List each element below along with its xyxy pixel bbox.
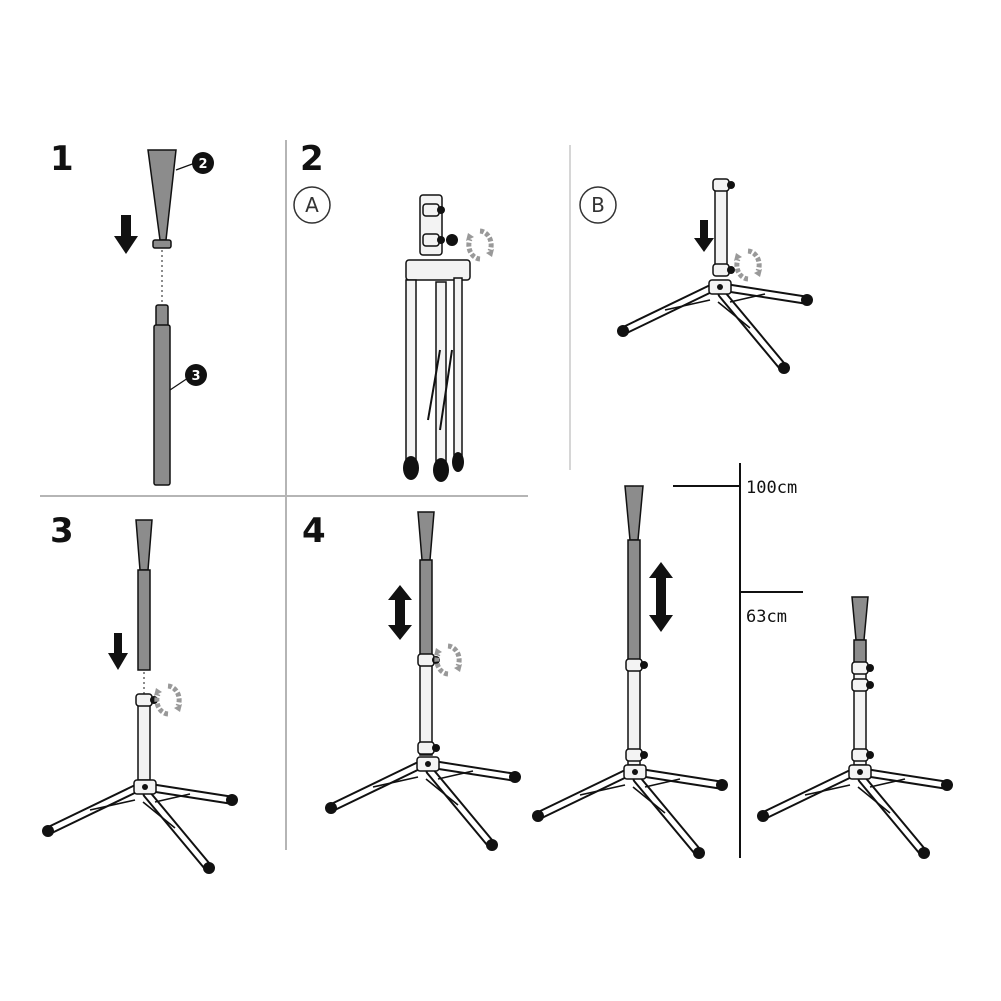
up-down-arrow-icon	[388, 585, 412, 640]
step-4-assembly	[325, 511, 521, 851]
step-4-number: 4	[302, 511, 326, 551]
step-3-number: 3	[50, 511, 74, 551]
down-arrow-icon	[114, 215, 138, 254]
rotate-arrow-icon	[434, 646, 462, 674]
substep-a: A	[293, 186, 331, 224]
rotate-arrow-icon	[734, 251, 762, 279]
max-height-label: 100cm	[746, 478, 797, 498]
tee-cone-part	[147, 149, 177, 241]
part-2-badge-label: 2	[198, 157, 207, 172]
step-2-number: 2	[300, 139, 324, 179]
substep-b: B	[579, 186, 617, 224]
substep-b-label: B	[591, 193, 605, 217]
rotate-arrow-icon	[154, 686, 182, 714]
rotate-arrow-icon	[466, 231, 494, 259]
substep-a-label: A	[305, 193, 319, 217]
extension-pole-part	[153, 324, 171, 486]
min-height-label: 63cm	[746, 607, 787, 627]
panel-dividers	[40, 140, 571, 850]
short-tee	[757, 596, 953, 859]
part-3-badge	[185, 364, 207, 386]
up-down-arrow-icon	[649, 562, 673, 632]
down-arrow-icon	[108, 633, 128, 670]
part-2-badge	[192, 152, 214, 174]
step-3-assembly	[42, 519, 238, 874]
folded-tripod	[403, 194, 494, 482]
down-arrow-icon	[694, 220, 714, 252]
step-1-parts: 2 3	[114, 149, 214, 486]
tall-tee	[532, 485, 728, 859]
step-1-number: 1	[50, 139, 74, 179]
part-3-badge-label: 3	[191, 369, 200, 384]
height-scale: 100cm 63cm	[673, 463, 803, 858]
open-tripod	[617, 178, 813, 374]
